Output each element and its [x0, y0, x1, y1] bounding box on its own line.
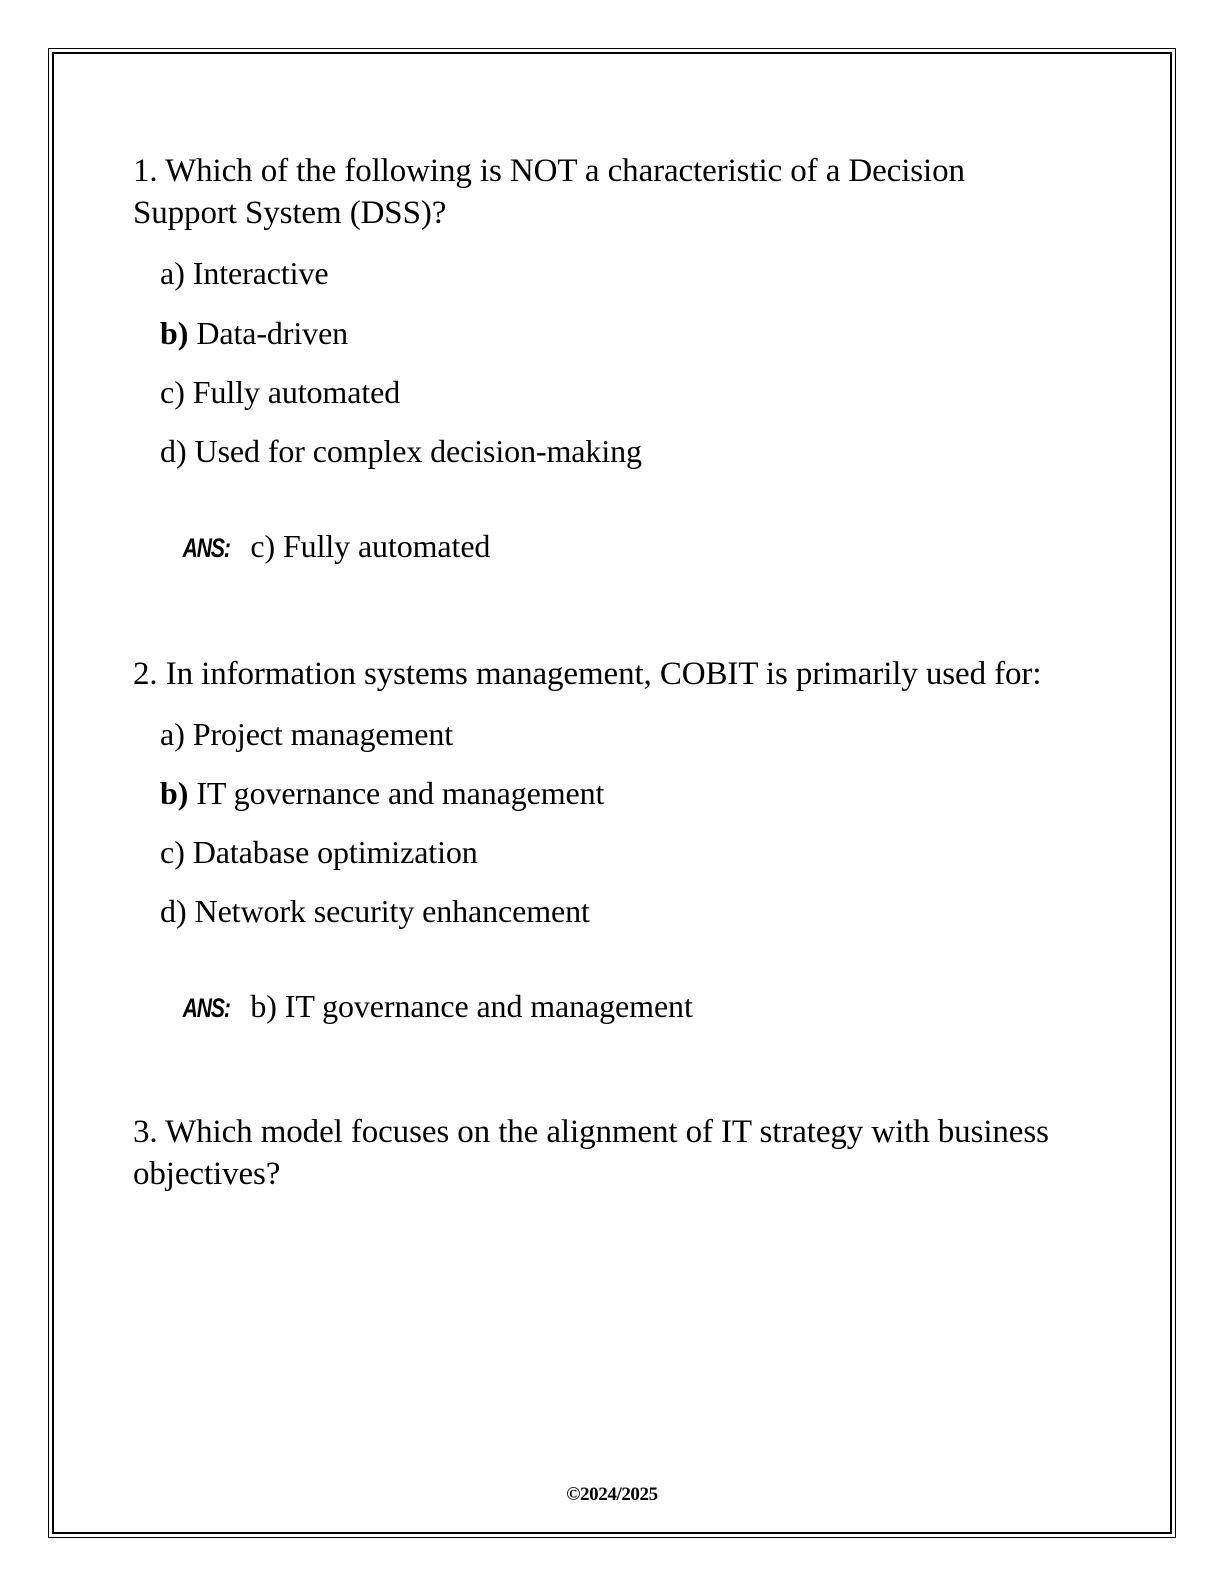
option-tag: b) — [160, 314, 189, 351]
page-footer: ©2024/2025 — [0, 1484, 1224, 1506]
footer-copyright: ©2024/2025 — [566, 1484, 658, 1505]
option-1-c[interactable]: c) Fully automated — [160, 373, 1073, 412]
option-tag: a) — [160, 715, 185, 752]
question-text-2: 2. In information systems management, CO… — [133, 655, 1042, 692]
question-block-3: 3. Which model focuses on the alignment … — [133, 1111, 1073, 1195]
question-text-3: 3. Which model focuses on the alignment … — [133, 1113, 1049, 1193]
answer-row-2: ANS: b) IT governance and management — [176, 988, 1073, 1025]
answer-text-1: c) Fully automated — [250, 527, 491, 564]
option-2-a[interactable]: a) Project management — [160, 715, 1073, 754]
option-tag: a) — [160, 255, 185, 292]
options-list-2: a) Project management b) IT governance a… — [133, 715, 1073, 931]
option-2-b[interactable]: b) IT governance and management — [160, 774, 1073, 813]
option-tag: c) — [160, 833, 185, 870]
option-label: IT governance and management — [188, 774, 605, 811]
question-block-2: 2. In information systems management, CO… — [133, 653, 1073, 1025]
option-label: Interactive — [184, 255, 329, 292]
answer-row-1: ANS: c) Fully automated — [176, 528, 1073, 565]
option-tag: b) — [160, 774, 189, 811]
option-label: Project management — [184, 715, 454, 752]
option-2-c[interactable]: c) Database optimization — [160, 833, 1073, 872]
section-spacer-1 — [133, 565, 1073, 653]
option-1-d[interactable]: d) Used for complex decision-making — [160, 432, 1073, 471]
option-label: Data-driven — [188, 314, 349, 351]
option-1-a[interactable]: a) Interactive — [160, 254, 1073, 293]
answer-label-2: ANS: — [182, 992, 231, 1023]
option-label: Database optimization — [184, 833, 478, 870]
option-tag: d) — [160, 432, 187, 469]
option-label: Network security enhancement — [186, 892, 590, 929]
question-text-1: 1. Which of the following is NOT a chara… — [133, 153, 965, 232]
document-content: 1. Which of the following is NOT a chara… — [133, 150, 1073, 1205]
answer-text-2: b) IT governance and management — [250, 987, 693, 1024]
options-list-1: a) Interactive b) Data-driven c) Fully a… — [133, 254, 1073, 470]
option-label: Used for complex decision-making — [186, 432, 642, 469]
option-tag: d) — [160, 892, 187, 929]
option-label: Fully automated — [184, 373, 401, 410]
section-spacer-2 — [133, 1025, 1073, 1111]
option-tag: c) — [160, 373, 185, 410]
answer-label-1: ANS: — [182, 532, 231, 563]
question-block-1: 1. Which of the following is NOT a chara… — [133, 150, 1073, 565]
option-2-d[interactable]: d) Network security enhancement — [160, 892, 1073, 931]
option-1-b[interactable]: b) Data-driven — [160, 314, 1073, 353]
